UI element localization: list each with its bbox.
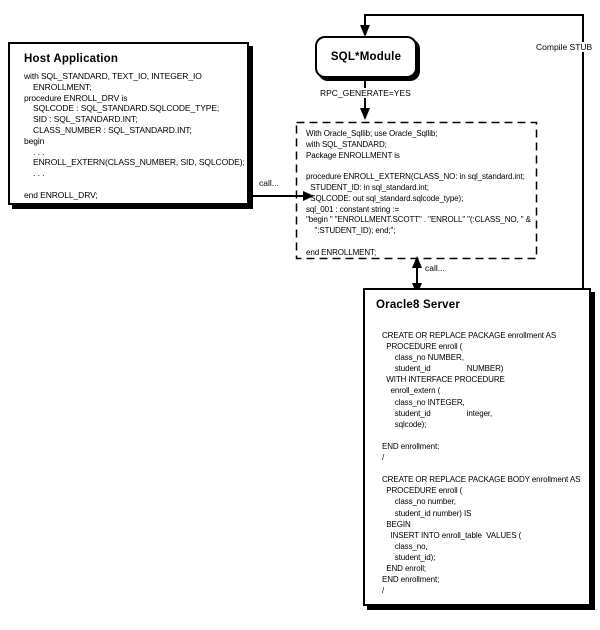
oracle8-server-title: Oracle8 Server (376, 299, 461, 311)
generated-module-code: With Oracle_Sqllib; use Oracle_Sqllib; w… (306, 129, 531, 257)
host-application-box: Host Application with SQL_STANDARD, TEXT… (8, 42, 249, 205)
call-label-host-module: call... (258, 178, 280, 188)
generated-module-box: With Oracle_Sqllib; use Oracle_Sqllib; w… (296, 122, 537, 259)
sql-module-box: SQL*Module (315, 36, 417, 78)
oracle8-server-box: Oracle8 Server CREATE OR REPLACE PACKAGE… (363, 288, 591, 606)
call-label-module-server: call... (424, 263, 446, 273)
arrowhead-down-icon (360, 108, 370, 120)
oracle8-server-code: CREATE OR REPLACE PACKAGE enrollment AS … (382, 331, 581, 596)
host-application-code: with SQL_STANDARD, TEXT_IO, INTEGER_IO E… (24, 71, 245, 200)
host-application-title: Host Application (24, 53, 119, 65)
compile-stub-label: Compile STUB (535, 42, 594, 52)
sql-module-title: SQL*Module (330, 51, 402, 63)
rpc-generate-label: RPC_GENERATE=YES (319, 88, 412, 98)
rpc-generate-connector (360, 79, 370, 120)
